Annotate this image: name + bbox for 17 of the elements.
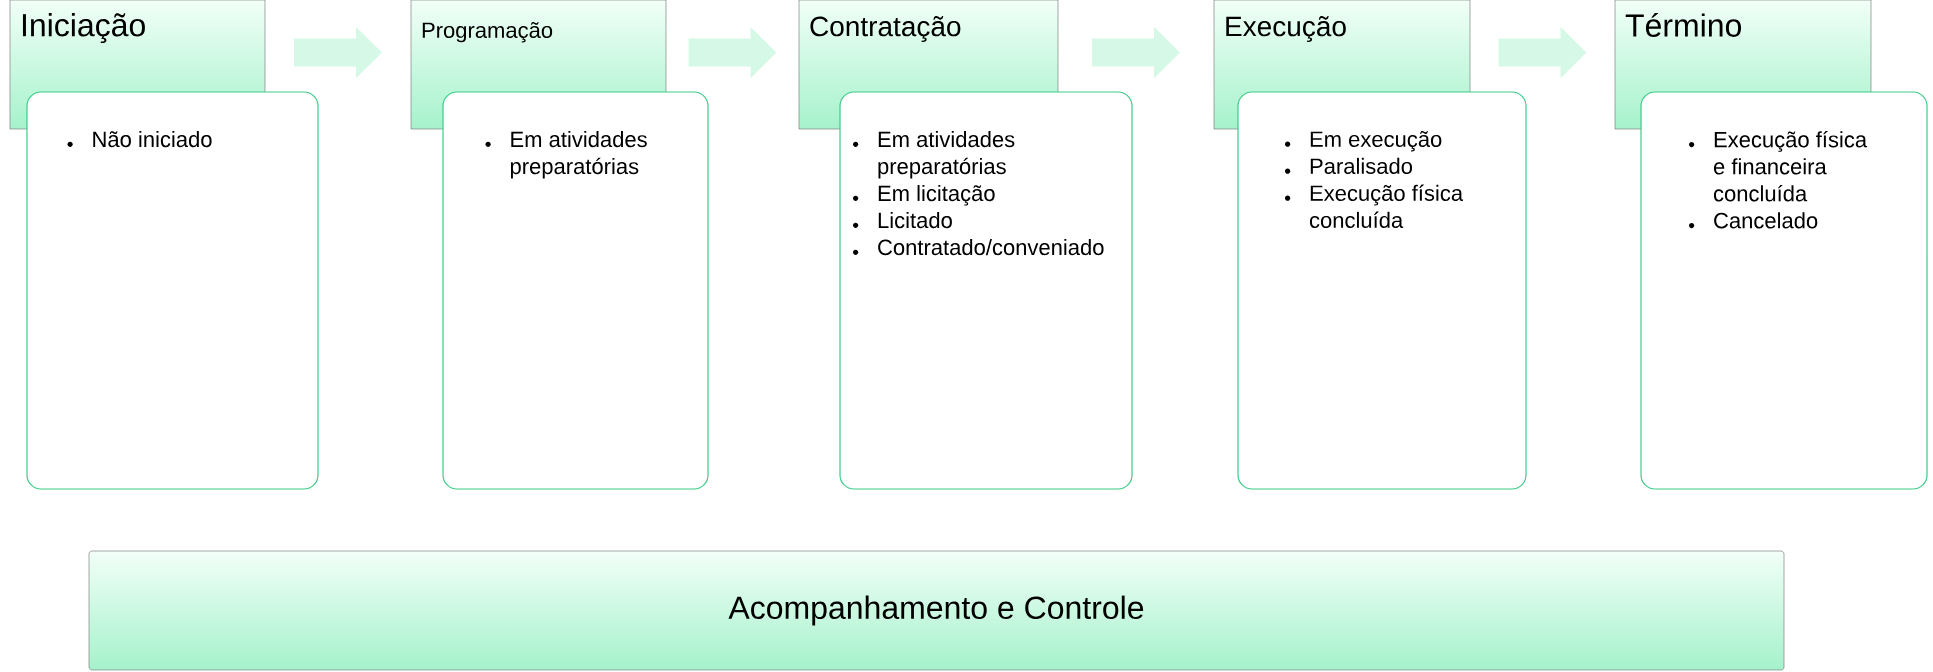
status-box: [839, 91, 1133, 490]
bullet-item: Execução física e financeira concluída: [1713, 131, 1868, 202]
bullet-item: Licitado: [878, 212, 952, 229]
control-band: Acompanhamento e Controle: [88, 550, 1785, 671]
bullet-item: Contratado/conveniado: [878, 239, 1104, 256]
status-box: [1640, 91, 1928, 490]
bullet-item: Execução física concluída: [1309, 184, 1464, 228]
bullet-item: Paralisado: [1310, 157, 1412, 174]
status-box: [26, 91, 319, 490]
bullet-item: Em execução: [1310, 131, 1442, 152]
bullet-item: Não iniciado: [93, 131, 212, 148]
bullet-item: Em atividades preparatórias: [510, 131, 647, 179]
bullet-item: Em atividades preparatórias: [878, 131, 1015, 179]
status-box: [1237, 91, 1527, 490]
bullet-item: Cancelado: [1714, 212, 1818, 229]
bullet-item: Em licitação: [878, 185, 995, 206]
status-box: [442, 91, 709, 490]
